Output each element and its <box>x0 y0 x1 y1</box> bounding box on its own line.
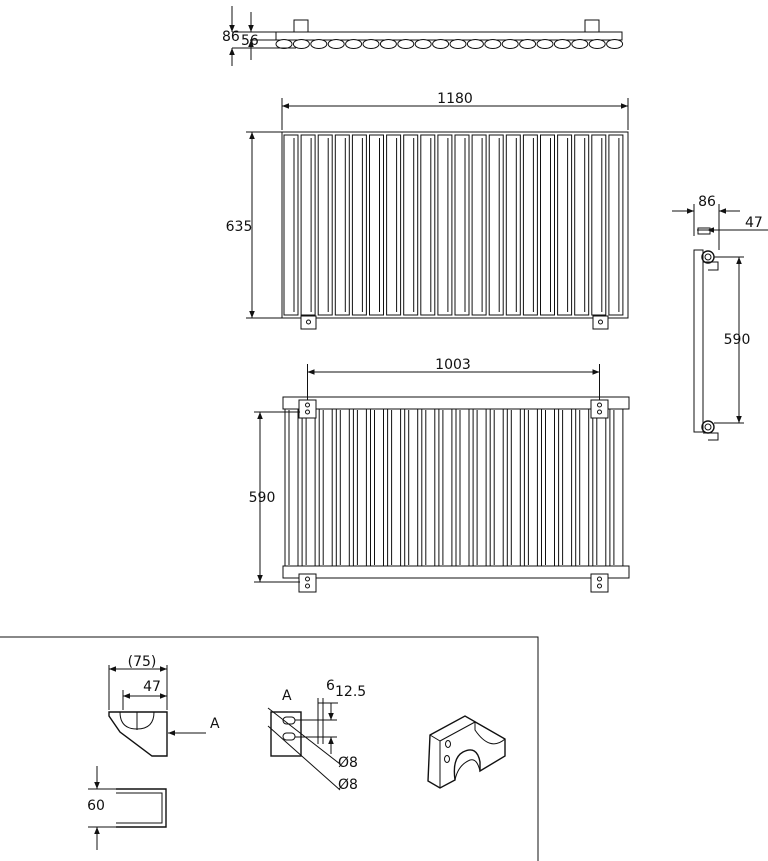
front-tube <box>591 134 607 316</box>
top-tube <box>484 39 502 49</box>
back-view-tubes <box>284 408 624 567</box>
view-a-detail: A 6 12.5 Ø8 Ø8 <box>267 678 366 793</box>
bracket-side-view: (75) 47 A <box>108 654 220 757</box>
bracket-detail-panel: (75) 47 A 60 A 6 <box>0 636 539 861</box>
top-tube <box>275 39 293 49</box>
top-tube <box>553 39 571 49</box>
back-tube <box>352 408 367 567</box>
top-tube <box>588 39 606 49</box>
back-height-label: 590 <box>249 490 276 506</box>
top-tube <box>327 39 345 49</box>
back-tube <box>387 408 402 567</box>
front-tube <box>420 134 436 316</box>
top-tube <box>292 39 310 49</box>
top-depth-label: 86 <box>222 29 240 45</box>
hole-offset-label: 6 <box>326 678 335 694</box>
side-height-label: 590 <box>724 332 751 348</box>
back-tube <box>284 408 299 567</box>
front-tube <box>351 134 367 316</box>
top-tube <box>606 39 624 49</box>
view-a-label: A <box>282 688 292 704</box>
top-tube <box>379 39 397 49</box>
front-tube <box>574 134 590 316</box>
front-width-label: 1180 <box>437 91 473 107</box>
front-tube <box>608 134 624 316</box>
front-tube <box>334 134 350 316</box>
top-tube <box>310 39 328 49</box>
top-wall-label: 56 <box>241 33 259 49</box>
back-tube <box>609 408 624 567</box>
back-tube <box>421 408 436 567</box>
front-tube <box>471 134 487 316</box>
front-view: 1180 635 <box>226 91 629 330</box>
back-tube <box>301 408 316 567</box>
side-depth-label: 86 <box>698 194 716 210</box>
front-tube <box>403 134 419 316</box>
back-tube <box>335 408 350 567</box>
top-tube <box>519 39 537 49</box>
side-offset-label: 47 <box>745 215 763 231</box>
back-tube <box>370 408 384 567</box>
back-tube <box>506 408 521 567</box>
top-tube <box>414 39 432 49</box>
hole-pitch-label: 12.5 <box>335 684 366 700</box>
top-tube <box>466 39 484 49</box>
front-view-tubes <box>283 134 624 316</box>
bracket-u-view: 60 <box>87 766 167 850</box>
hole-dia-label-1: Ø8 <box>338 755 358 771</box>
bracket-overall-label: (75) <box>128 654 157 670</box>
back-tube <box>558 408 573 567</box>
back-tube <box>541 408 555 567</box>
front-tube <box>540 134 555 316</box>
bracket-depth-label: 47 <box>143 679 161 695</box>
back-view: 1003 590 <box>249 357 630 593</box>
front-tube <box>557 134 573 316</box>
bracket-height-label: 60 <box>87 798 105 814</box>
top-tube <box>362 39 380 49</box>
bracket-arrow-label: A <box>210 716 220 732</box>
back-tube <box>318 408 333 567</box>
front-tube <box>488 134 504 316</box>
front-tube <box>437 134 453 316</box>
top-tube <box>501 39 519 49</box>
back-tube <box>489 408 504 567</box>
back-tube <box>592 408 607 567</box>
top-tube <box>345 39 363 49</box>
back-centres-label: 1003 <box>435 357 471 373</box>
bracket-isometric-view <box>427 715 506 789</box>
front-tube <box>283 134 299 316</box>
front-tube <box>386 134 402 316</box>
front-height-label: 635 <box>226 219 253 235</box>
top-tube <box>571 39 589 49</box>
top-tube <box>449 39 467 49</box>
back-tube <box>575 408 590 567</box>
top-tube <box>536 39 554 49</box>
side-view: 86 47 590 <box>672 194 768 441</box>
front-tube <box>522 134 538 316</box>
hole-dia-label-2: Ø8 <box>338 777 358 793</box>
front-tube <box>454 134 470 316</box>
top-tube <box>432 39 450 49</box>
front-tube <box>369 134 384 316</box>
back-tube <box>455 408 470 567</box>
top-view: 86 56 <box>222 6 624 66</box>
top-tube <box>397 39 415 49</box>
back-tube <box>523 408 538 567</box>
front-tube <box>317 134 333 316</box>
back-tube <box>472 408 487 567</box>
front-tube <box>300 134 316 316</box>
back-tube <box>438 408 453 567</box>
front-tube <box>505 134 521 316</box>
top-view-tubes <box>275 39 624 49</box>
back-tube <box>404 408 419 567</box>
